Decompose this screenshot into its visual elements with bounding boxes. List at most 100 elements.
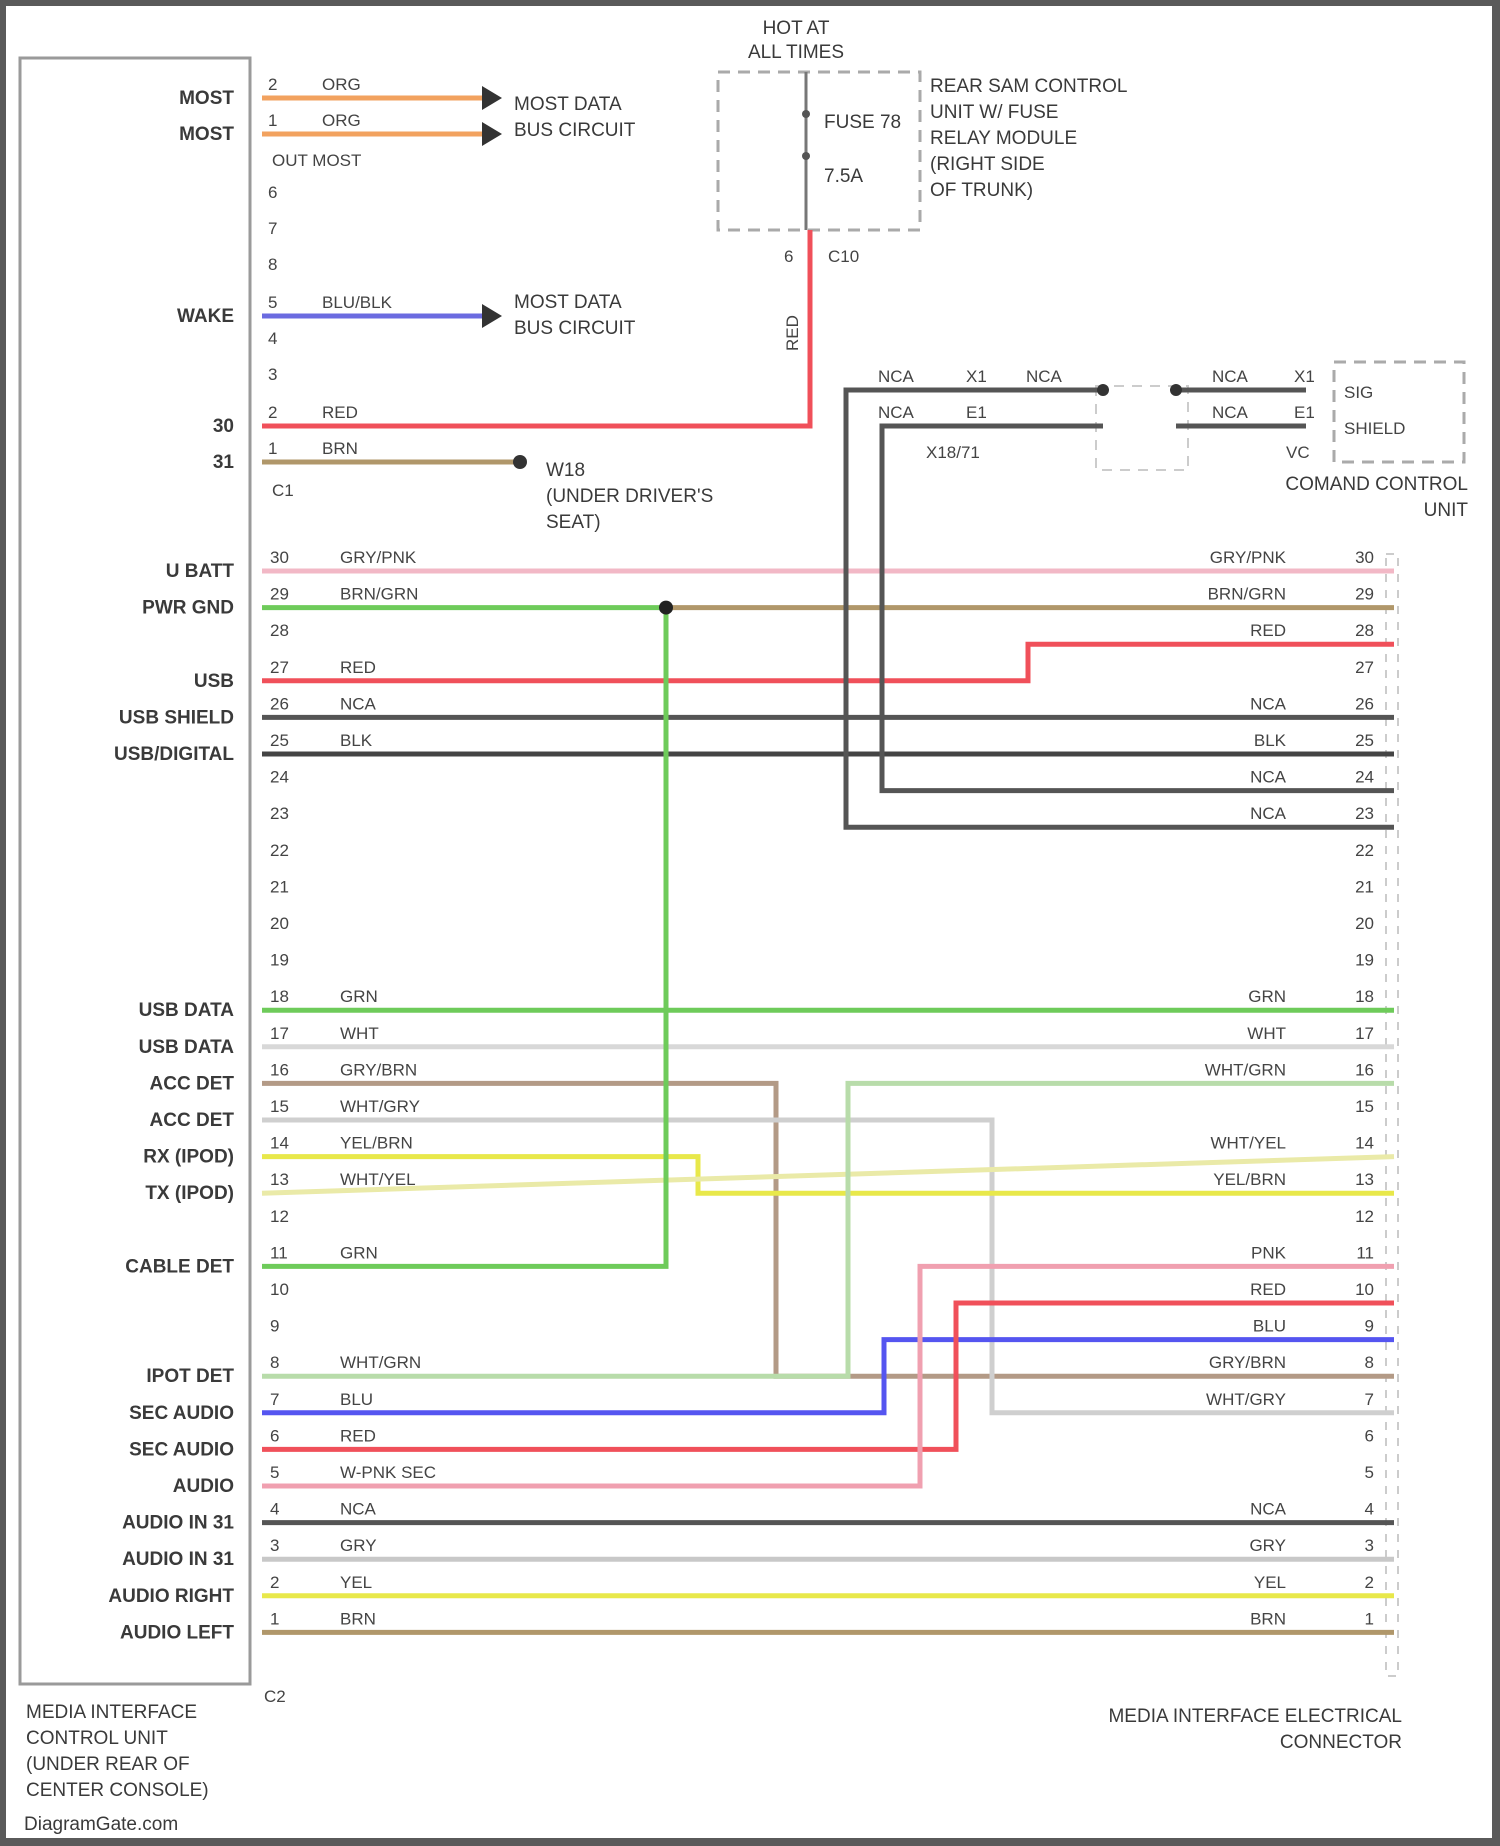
- left-wire-color-label: GRY/BRN: [340, 1060, 417, 1079]
- terminal-30-color: RED: [322, 403, 358, 422]
- all-times-label: ALL TIMES: [748, 42, 844, 63]
- coax-connector-label: X18/71: [926, 443, 980, 462]
- left-pin-label: USB DATA: [139, 1000, 235, 1021]
- connector-wire: [262, 1083, 1394, 1376]
- fuse-terminal-bottom: [802, 152, 810, 160]
- left-pin-label: PWR GND: [142, 598, 234, 619]
- left-pin-number: 25: [270, 731, 289, 750]
- left-pin-number: 6: [270, 1426, 279, 1445]
- pin-3-top: 3: [268, 365, 277, 384]
- right-wire-color-label: GRY/BRN: [1209, 1353, 1286, 1372]
- left-pin-label: USB DATA: [139, 1037, 235, 1058]
- right-pin-number: 30: [1355, 548, 1374, 567]
- right-wire-color-label: BLK: [1254, 731, 1287, 750]
- right-pin-number: 18: [1355, 987, 1374, 1006]
- most-pin-1: 2: [268, 75, 277, 94]
- ground-dest-1: W18: [546, 460, 585, 481]
- right-pin-number: 11: [1356, 1243, 1374, 1262]
- left-pin-label: AUDIO RIGHT: [108, 1586, 234, 1607]
- left-pin-number: 28: [270, 621, 289, 640]
- ground-wire: [262, 455, 527, 469]
- left-pin-number: 24: [270, 768, 289, 787]
- left-pin-number: 20: [270, 914, 289, 933]
- terminal-30-pin: 2: [268, 403, 277, 422]
- right-pin-number: 15: [1355, 1097, 1374, 1116]
- right-pin-number: 10: [1355, 1280, 1374, 1299]
- right-pin-number: 7: [1365, 1390, 1374, 1409]
- fuse-name: FUSE 78: [824, 112, 901, 133]
- coax-lower-left-pin: E1: [966, 403, 987, 422]
- site-watermark: DiagramGate.com: [24, 1814, 178, 1835]
- pwr-gnd-splice: [659, 601, 673, 615]
- left-wire-color-label: YEL/BRN: [340, 1134, 413, 1153]
- right-pin-number: 2: [1365, 1573, 1374, 1592]
- left-pin-number: 23: [270, 804, 289, 823]
- out-most-label: OUT MOST: [272, 151, 361, 170]
- left-pin-number: 11: [270, 1243, 288, 1262]
- right-unit-label-2: CONNECTOR: [1280, 1732, 1402, 1753]
- right-pin-number: 29: [1355, 585, 1374, 604]
- c10-connector: C10: [828, 247, 859, 266]
- right-pin-number: 4: [1365, 1500, 1374, 1519]
- left-pin-label: ACC DET: [150, 1110, 235, 1131]
- left-wire-color-label: GRN: [340, 1243, 378, 1262]
- rear-sam-label-5: OF TRUNK): [930, 180, 1033, 201]
- connector-c2: C2: [264, 1687, 286, 1706]
- coax-sig-label: SIG: [1344, 383, 1373, 402]
- left-wire-color-label: RED: [340, 1426, 376, 1445]
- connector-wires: [262, 390, 1394, 1632]
- left-pin-label: RX (IPOD): [143, 1147, 234, 1168]
- terminal-31-label: 31: [213, 452, 235, 473]
- left-pin-number: 4: [270, 1500, 279, 1519]
- left-pin-number: 9: [270, 1317, 279, 1336]
- left-pin-label: SEC AUDIO: [129, 1403, 234, 1424]
- right-wire-color-label: RED: [1250, 1280, 1286, 1299]
- fuse-terminal-top: [802, 110, 810, 118]
- coax-connector-box: [1096, 386, 1188, 470]
- right-pin-number: 27: [1355, 658, 1374, 677]
- right-pin-number: 13: [1355, 1170, 1374, 1189]
- left-pin-number: 30: [270, 548, 289, 567]
- right-unit-label-1: MEDIA INTERFACE ELECTRICAL: [1108, 1706, 1402, 1727]
- wake-dest-1: MOST DATA: [514, 292, 622, 313]
- left-pin-number: 7: [270, 1390, 279, 1409]
- left-pin-label: U BATT: [166, 561, 235, 582]
- electrical-connector-outline: [1386, 554, 1398, 1676]
- right-wire-color-label: BRN: [1250, 1609, 1286, 1628]
- left-pin-number: 19: [270, 951, 289, 970]
- most-color-1: ORG: [322, 75, 361, 94]
- left-wire-color-label: WHT: [340, 1024, 379, 1043]
- right-wire-color-label: YEL: [1254, 1573, 1286, 1592]
- left-wire-color-label: BRN/GRN: [340, 585, 418, 604]
- right-pin-number: 24: [1355, 768, 1374, 787]
- right-pin-number: 26: [1355, 694, 1374, 713]
- left-wire-color-label: GRN: [340, 987, 378, 1006]
- right-pin-number: 25: [1355, 731, 1374, 750]
- right-wire-color-label: RED: [1250, 621, 1286, 640]
- right-pin-number: 19: [1355, 951, 1374, 970]
- right-pin-number: 8: [1365, 1353, 1374, 1372]
- right-wire-color-label: NCA: [1250, 804, 1287, 823]
- right-wire-color-label: WHT/GRY: [1206, 1390, 1286, 1409]
- left-pin-label: CABLE DET: [125, 1256, 234, 1277]
- left-pin-label: USB: [194, 671, 234, 692]
- right-pin-number: 12: [1355, 1207, 1374, 1226]
- right-wire-color-label: WHT/GRN: [1205, 1060, 1286, 1079]
- rear-sam-label-2: UNIT W/ FUSE: [930, 102, 1058, 123]
- cable-det-wire: [262, 608, 666, 1267]
- left-wire-color-label: WHT/GRY: [340, 1097, 420, 1116]
- coax-upper-left-pin: X1: [966, 367, 987, 386]
- left-pin-number: 14: [270, 1134, 289, 1153]
- right-wire-color-label: GRN: [1248, 987, 1286, 1006]
- coax-lower-right-pin: E1: [1294, 403, 1315, 422]
- right-wire-color-label: GRY: [1249, 1536, 1286, 1555]
- right-wire-color-label: NCA: [1250, 1500, 1287, 1519]
- left-wire-color-label: BLK: [340, 731, 373, 750]
- wiring-diagram-sheet: HOT AT ALL TIMES FUSE 78 7.5A REAR SAM C…: [6, 6, 1492, 1838]
- left-pin-number: 17: [270, 1024, 289, 1043]
- rear-sam-label-4: (RIGHT SIDE: [930, 154, 1045, 175]
- wake-pin: 5: [268, 293, 277, 312]
- fuse-rating: 7.5A: [824, 166, 863, 187]
- left-pin-number: 27: [270, 658, 289, 677]
- right-pin-number: 14: [1355, 1134, 1374, 1153]
